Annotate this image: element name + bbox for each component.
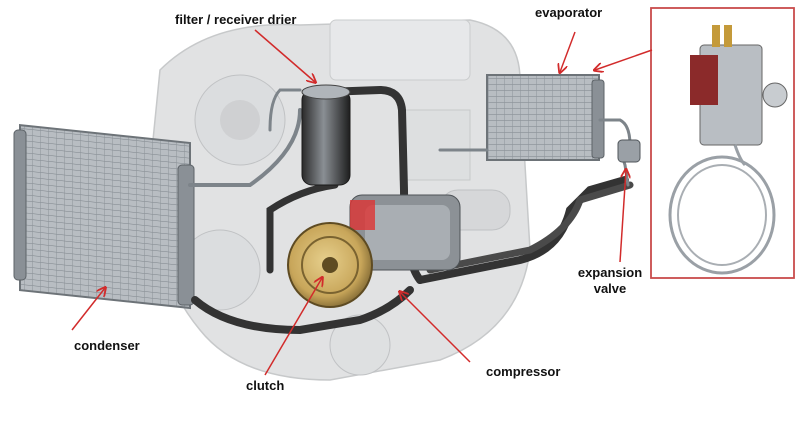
arrow-clutch xyxy=(264,278,322,376)
label-evaporator: evaporator xyxy=(535,5,603,20)
label-clutch: clutch xyxy=(246,378,285,393)
label-compressor: compressor xyxy=(486,364,561,379)
arrow-condenser xyxy=(71,288,105,331)
arrow-filter xyxy=(254,29,315,82)
condenser xyxy=(13,123,195,310)
compressor xyxy=(349,194,461,271)
clutch xyxy=(287,222,373,308)
arrow-evaporator xyxy=(560,31,576,72)
arrow-inset xyxy=(595,49,653,70)
expansion-valve xyxy=(617,139,641,163)
arrow-compressor xyxy=(400,292,471,363)
label-expansion-valve: expansion valve xyxy=(570,265,650,297)
thermostat-inset xyxy=(650,7,795,279)
arrow-expansion-valve xyxy=(619,170,626,263)
pointer-arrows xyxy=(71,29,653,376)
label-filter-receiver-drier: filter / receiver drier xyxy=(175,12,297,27)
evaporator xyxy=(486,74,605,161)
label-condenser: condenser xyxy=(74,338,140,353)
label-expansion-valve-line1: expansion xyxy=(577,265,643,280)
label-expansion-valve-line2: valve xyxy=(593,281,627,296)
filter-receiver-drier xyxy=(301,84,351,186)
